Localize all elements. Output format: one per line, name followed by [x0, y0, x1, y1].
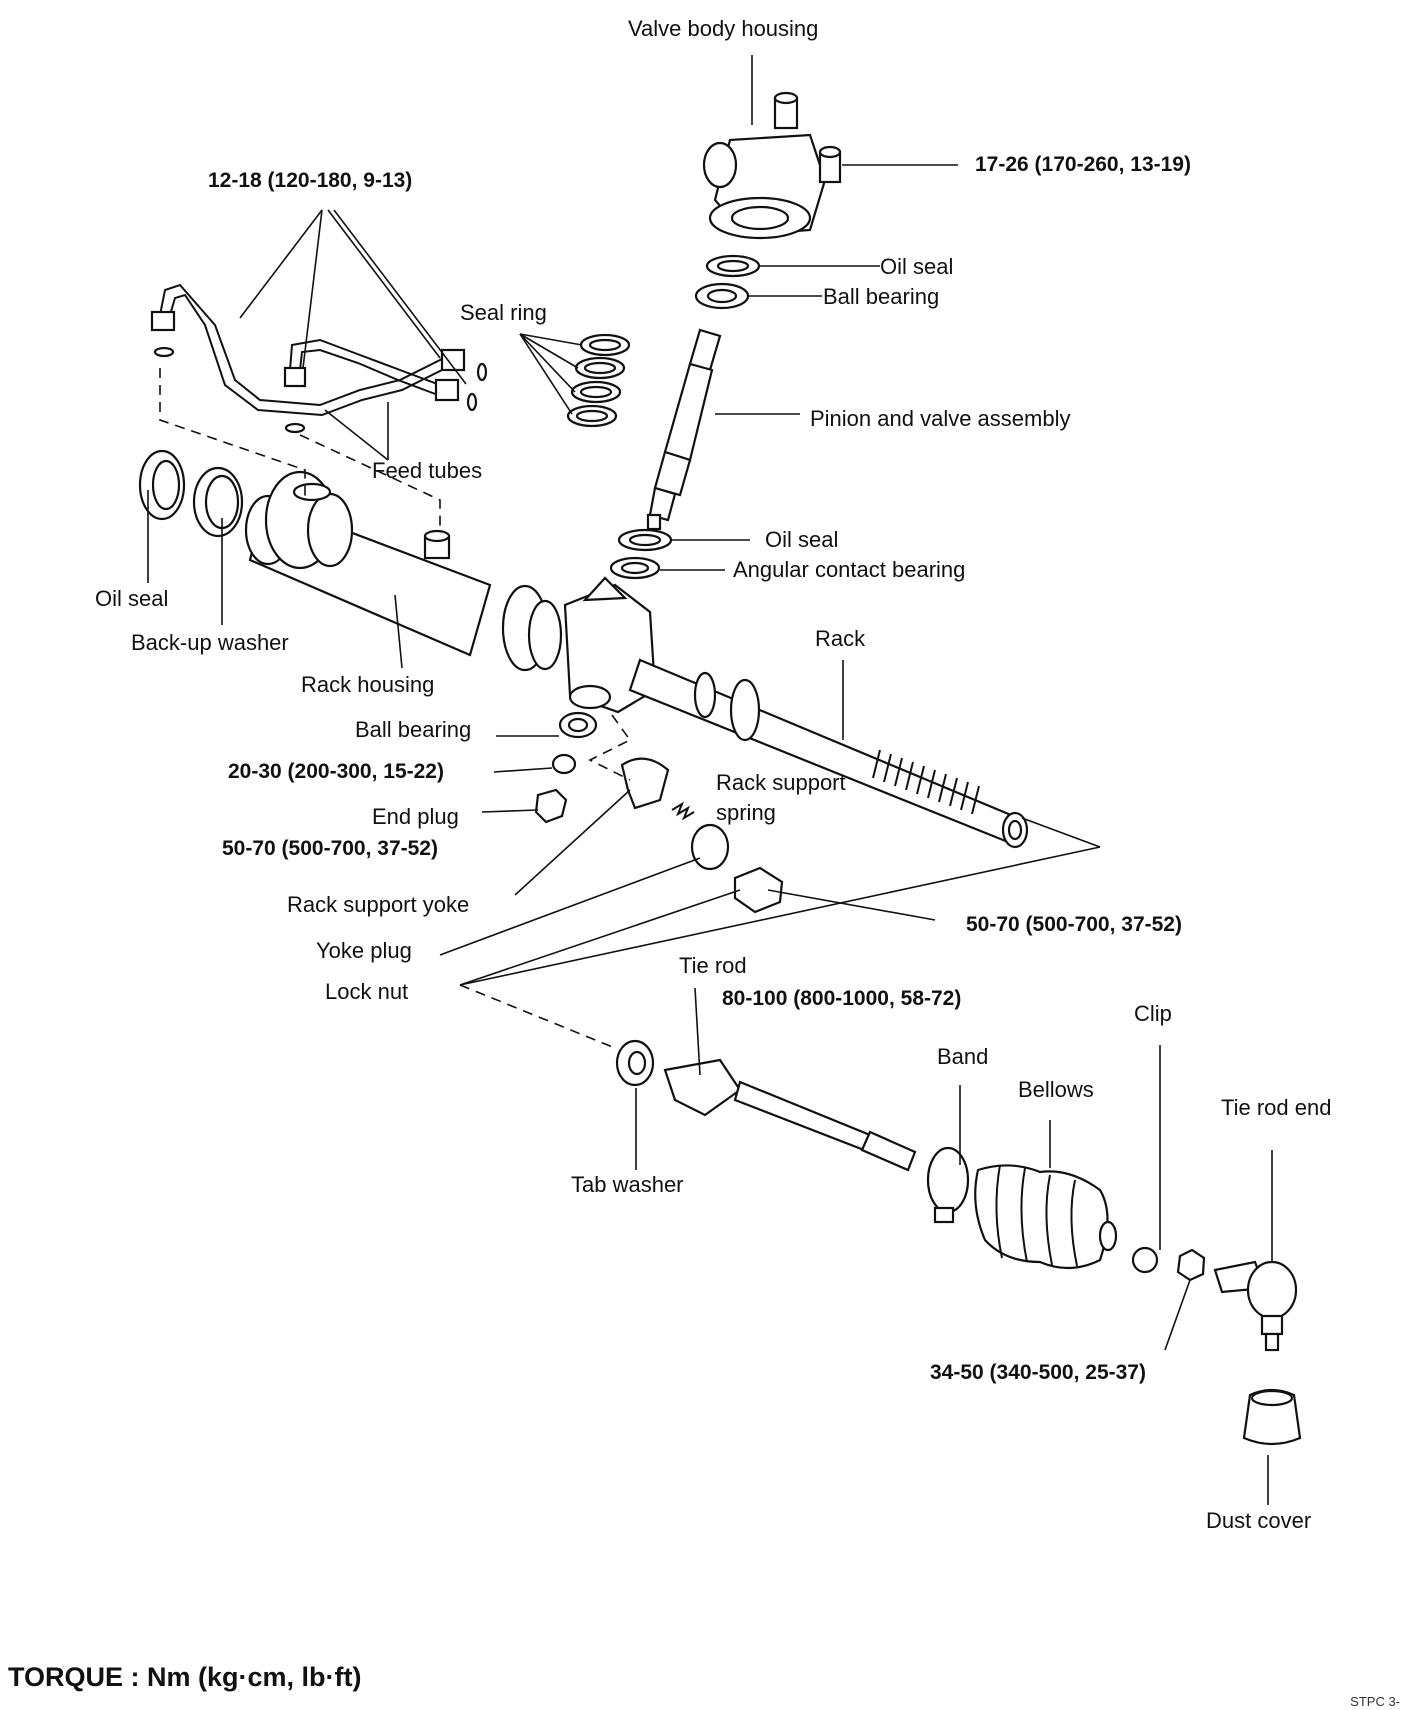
alignment-lines	[159, 368, 632, 1049]
oil-seal-upper-part	[705, 254, 761, 278]
label-backup-washer: Back-up washer	[131, 630, 289, 655]
label-torque-end-plug: 50-70 (500-700, 37-52)	[222, 837, 438, 860]
dust-cover-part	[1242, 1388, 1302, 1446]
yoke-plug-part	[690, 823, 730, 871]
label-feed-tubes: Feed tubes	[372, 458, 483, 483]
label-angular-contact-bearing: Angular contact bearing	[733, 557, 966, 582]
angular-contact-bearing-part	[609, 556, 661, 580]
label-rack-housing: Rack housing	[301, 672, 435, 697]
seal-rings	[566, 333, 631, 428]
label-pinion-valve-assembly: Pinion and valve assembly	[810, 406, 1071, 431]
label-band: Band	[937, 1044, 989, 1069]
end-plug-part	[534, 788, 568, 824]
label-oil-seal-left: Oil seal	[95, 586, 169, 611]
label-torque-tie-rod: 80-100 (800-1000, 58-72)	[722, 987, 962, 1010]
pinion-valve-assembly-part	[646, 328, 722, 531]
label-rack-support-spring-line1: Rack support	[716, 770, 846, 795]
leader-lines	[147, 55, 1273, 1505]
tie-rod-end-nut-part	[1176, 1248, 1206, 1282]
label-rack-support-spring-line2: spring	[716, 800, 776, 825]
rack-support-yoke-part	[620, 757, 670, 810]
oil-seal-pinion-part	[617, 528, 673, 552]
bellows-part	[974, 1164, 1118, 1270]
label-rack-support-yoke: Rack support yoke	[287, 892, 470, 917]
label-tab-washer: Tab washer	[571, 1172, 684, 1197]
rack-housing	[244, 470, 657, 714]
feed-tubes-part	[150, 283, 488, 434]
label-yoke-plug: Yoke plug	[316, 938, 412, 963]
label-ball-bearing-upper: Ball bearing	[823, 284, 940, 309]
tie-rod-end-part	[1213, 1260, 1298, 1352]
backup-washer-part	[192, 466, 244, 538]
label-rack: Rack	[815, 626, 866, 651]
label-seal-ring: Seal ring	[460, 300, 547, 325]
tie-rod-part	[663, 1058, 917, 1172]
label-tie-rod-end: Tie rod end	[1221, 1095, 1332, 1120]
label-torque-nut-lower: 20-30 (200-300, 15-22)	[228, 760, 444, 783]
valve-body-housing	[702, 91, 842, 240]
ball-bearing-upper-part	[694, 282, 750, 310]
label-valve-body-housing: Valve body housing	[628, 16, 819, 41]
oil-seal-left-part	[138, 449, 186, 521]
figure-code: STPC 3-	[1350, 1694, 1400, 1709]
lock-nut-part	[733, 866, 784, 914]
label-oil-seal-upper: Oil seal	[880, 254, 954, 279]
band-part	[926, 1146, 970, 1224]
label-dust-cover: Dust cover	[1206, 1508, 1312, 1533]
tab-washer-part	[615, 1039, 655, 1087]
rack-support-spring-part	[671, 801, 695, 821]
label-torque-valve-bolt: 17-26 (170-260, 13-19)	[975, 153, 1191, 176]
label-clip: Clip	[1134, 1001, 1172, 1026]
label-tie-rod: Tie rod	[679, 953, 747, 978]
label-bellows: Bellows	[1018, 1077, 1094, 1102]
ball-bearing-lower-part	[558, 711, 598, 739]
label-torque-feed-tubes: 12-18 (120-180, 9-13)	[208, 169, 413, 192]
label-lock-nut: Lock nut	[325, 979, 409, 1004]
torque-units-legend: TORQUE : Nm (kg·cm, lb·ft)	[8, 1662, 362, 1692]
lower-nut-part	[551, 753, 577, 775]
label-ball-bearing-lower: Ball bearing	[355, 717, 472, 742]
label-torque-tie-rod-end: 34-50 (340-500, 25-37)	[930, 1361, 1146, 1384]
label-oil-seal-pinion: Oil seal	[765, 527, 839, 552]
label-end-plug: End plug	[372, 804, 459, 829]
clip-part	[1131, 1246, 1159, 1274]
label-torque-lock-nut: 50-70 (500-700, 37-52)	[966, 913, 1182, 936]
rack	[628, 658, 1029, 849]
